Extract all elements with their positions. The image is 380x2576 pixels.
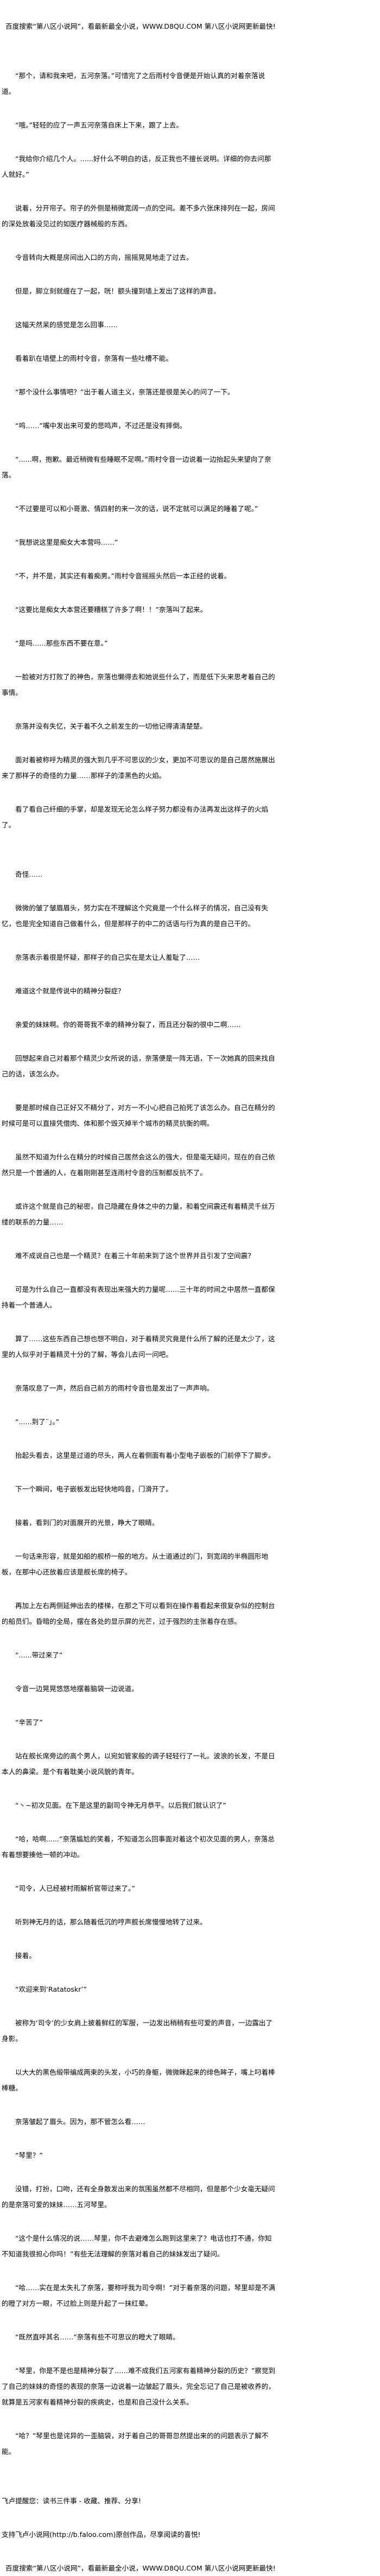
paragraph: “那个，请和我来吧，五河奈落。”可惜完了之后雨村令音便是开始认真的对着奈落说道。 xyxy=(2,72,265,95)
paragraph: 抬起头看去，这里是过道的尽头，两人在着侧面有着小型电子嵌板的门前停下了脚步。 xyxy=(15,1451,275,1459)
chapter-body: “那个，请和我来吧，五河奈落。”可惜完了之后雨村令音便是开始认真的对着奈落说道。… xyxy=(2,68,276,2459)
paragraph: 令音转向大概是房间出入口的方向，摇摇晃晃地走了过去。 xyxy=(15,253,193,262)
paragraph: “欢迎来到‘Ratatoskr’” xyxy=(15,1985,87,1993)
paragraph: 接着，看到门的对面展开的光景，睁大了眼睛。 xyxy=(15,1519,159,1527)
paragraph: “不，并不是，其实还有着痴男。”雨村令音摇摇头然后一本正经的说着。 xyxy=(15,572,231,580)
paragraph: “哦。”轻轻的应了一声五河奈落自床上下来，跟了上去。 xyxy=(15,121,183,129)
paragraph: 说着，分开帘子。帘子的外侧是稍微宽阔一点的空间。差不多六张床排列在一起，房间的深… xyxy=(2,204,275,228)
paragraph: 奈落并没有失忆，关于着不久之前发生的一切他记得清清楚楚。 xyxy=(15,722,207,730)
paragraph: 再加上左右两侧延伸出去的楼梯，在那之下可以看到在操作着看起来很复杂似的控制台的船… xyxy=(2,1602,275,1625)
paragraph: 难道这个就是传说中的精神分裂症？ xyxy=(15,987,125,995)
site-banner-bottom: 百度搜索“第八区小说网”，看最新最全小说，WWW.D8QU.COM 第八区小说网… xyxy=(5,2564,276,2572)
paragraph: 站在舰长席旁边的高个男人，以宛如管家般的调子轻轻行了一礼。波浪的长发，不是日本人… xyxy=(2,1752,275,1776)
paragraph: 一脸被对方打败了的神色，奈落也懒得去和她说些什么了，而是低下头来思考着自己的事情… xyxy=(2,673,275,697)
paragraph: 令音一边晃晃悠悠地摆着脑袋一边说道。 xyxy=(15,1685,138,1693)
paragraph: “......啊，抱歉。最近稍微有些睡眠不足啊。”雨村令音一边说着一边抬起头来望… xyxy=(2,455,271,479)
paragraph: “那个没什么事情吧？”出于着人道主义，奈落还是很是关心的问了一下。 xyxy=(15,388,235,396)
paragraph: “丶~初次见面。在下是这里的副司令神无月恭平。以后我们就认识了” xyxy=(15,1801,226,1809)
paragraph: 奈落皱起了眉头。因为，那不管怎么看…… xyxy=(15,2118,145,2126)
paragraph: “......到了¨」。” xyxy=(15,1418,60,1426)
site-banner-top: 百度搜索“第八区小说网”，看最新最全小说，WWW.D8QU.COM 第八区小说网… xyxy=(5,22,276,30)
paragraph: 以大大的黑色缎带编成两束的头发，小巧的身躯，微微眯起来的绯色眸子，嘴上叼着棒棒糖… xyxy=(2,2068,275,2092)
paragraph: 回想起来自己对着那个精灵少女所说的话，奈落便是一阵无语，下一次她真的回来找自己的… xyxy=(2,1054,275,1078)
paragraph: 被称为‘司令’的少女肩上披着鲜红的军服，一边发出稍稍有些可爱的声音，一边露出了身… xyxy=(2,2019,273,2043)
paragraph: 一句话来形容，就是如船的舰桥一般的地方。从士道通过的门，到宽阔的半椭圆形地板，在… xyxy=(2,1552,268,1576)
paragraph: “琴里？” xyxy=(15,2151,43,2159)
paragraph: 算了……这些东西自己想也想不明白，对于着精灵究竟是什么所了解的还是太少了，这里的… xyxy=(2,1335,275,1359)
paragraph: “这个是什么情况的说……琴里，你不去避难怎么跑到这里来了？电话也打不通，你知不知… xyxy=(2,2234,272,2258)
paragraph: 亲爱的妹妹啊。你的哥哥我不幸的精神分裂了，而且还分裂的很中二啊…… xyxy=(15,1021,241,1029)
paragraph: 虽然不知道为什么在精分的时候自己居然会这么的强大，但是毫无疑问，现在的自己依然只… xyxy=(2,1153,275,1177)
paragraph: 下一个瞬间，电子嵌板发出轻快地鸣音，门滑开了。 xyxy=(15,1485,173,1493)
paragraph: “呜……”嘴中发出来可爱的悲鸣声，不过还是没有摔倒。 xyxy=(15,422,187,430)
paragraph: 没错，打扮，口吻，还有全身散发出来的氛围虽然都不尽相同，但是那个少女毫无疑问的是… xyxy=(2,2185,275,2209)
paragraph: “......带过来了” xyxy=(15,1651,63,1659)
paragraph: “既然直呼其名……”奈落有些不可思议的瞪大了眼睛。 xyxy=(15,2333,180,2341)
paragraph: “这要比是痴女大本营还要糟糕了许多了啊！！”奈落叫了起来。 xyxy=(15,605,207,614)
paragraph: 看着趴在墙壁上的雨村令音，奈落有一些吐槽不能。 xyxy=(15,354,173,362)
paragraph: 听到神无月的话，那么随着低沉的哼声舰长席慢慢地转了过来。 xyxy=(15,1918,207,1926)
page-footer: 飞卢提醒您：读书三件事 - 收藏、推荐、分享! 支持飞卢小说网(http://b… xyxy=(2,2493,276,2576)
paragraph: “我给你介绍几个人。......好什么不明白的话，反正我也不擅长说明。详细的你去… xyxy=(2,155,271,178)
paragraph: “哈，哈啊......”奈落尴尬的笑着，不知道怎么回事面对着这个初次见面的男人，… xyxy=(2,1835,275,1859)
paragraph: “我想说这里是痴女大本营吗……” xyxy=(15,538,118,546)
paragraph: 看了看自己纤细的手掌，却是发现无论怎么样子努力都没有办法再发出这样子的火焰了。 xyxy=(2,805,268,829)
paragraph: “是吗……那些东西不要在意。” xyxy=(15,639,108,647)
paragraph: 面对着被称呼为精灵的强大到几乎不可思议的少女，更加不可思议的是自己居然施展出来了… xyxy=(2,756,275,780)
paragraph: 难不成说自己也是一个精灵？在着三十年前来到了这个世界并且引发了空间震？ xyxy=(15,1252,255,1260)
paragraph: 微微的皱了皱眉眉头，努力实在不理解这个究竟是一个什么样子的情况，自己没有失忆，也… xyxy=(2,904,268,928)
paragraph: “司令，人已经被村雨解析官带过来了。” xyxy=(15,1884,135,1892)
paragraph: 奈落表示着很是怀疑，那样子的自己实在是太让人羞耻了…… xyxy=(15,953,200,961)
paragraph: 可是为什么自己一直都没有表现出来强大的力量呢……三十年的时间之中居然一直都保持着… xyxy=(2,1285,275,1309)
paragraph: 或许这个就是自己的秘密，自己隐藏在身体之中的力量，和着空间震还有着精灵千丝万缕的… xyxy=(2,1202,275,1226)
paragraph: 奇怪…… xyxy=(15,870,43,878)
paragraph: 要是那时候自己正好又不精分了，对方一不小心把自己拍死了该怎么办。自己在精分的时候… xyxy=(2,1104,275,1127)
paragraph: “辛苦了” xyxy=(15,1718,43,1726)
paragraph: 但是，脚立刻就缠在了一起，咣！额头撞到墙上发出了这样的声音。 xyxy=(15,287,220,295)
paragraph: 奈落叹息了一声，然后自己前方的雨村令音也是发出了一声声响。 xyxy=(15,1384,214,1392)
paragraph: “哈……实在是太失礼了奈落，要称呼我为司令啊！”对于着奈落的问题，琴里却是不满的… xyxy=(2,2284,276,2307)
novel-page: 百度搜索“第八区小说网”，看最新最全小说，WWW.D8QU.COM 第八区小说网… xyxy=(0,18,276,2576)
paragraph: “哈？”琴里也是诧异的一歪脑袋，对于着自己的哥哥忽然提出来的的问题表示了解不能。 xyxy=(2,2432,269,2456)
paragraph: 接着。 xyxy=(15,1952,36,1960)
support-notice: 支持飞卢小说网(http://b.faloo.com)原创作品，尽享阅读的喜悦! xyxy=(2,2530,201,2539)
paragraph: “不过要是可以和小哥激、情四射的来一次的话，说不定就可以满足的睡着了呢。” xyxy=(15,505,258,513)
paragraph: “琴里，你是不是也是精神分裂了……难不成我们五河家有着精神分裂的历史？”察觉到了… xyxy=(2,2367,276,2406)
paragraph: 这幅天然呆的感觉是怎么回事…… xyxy=(15,321,118,329)
